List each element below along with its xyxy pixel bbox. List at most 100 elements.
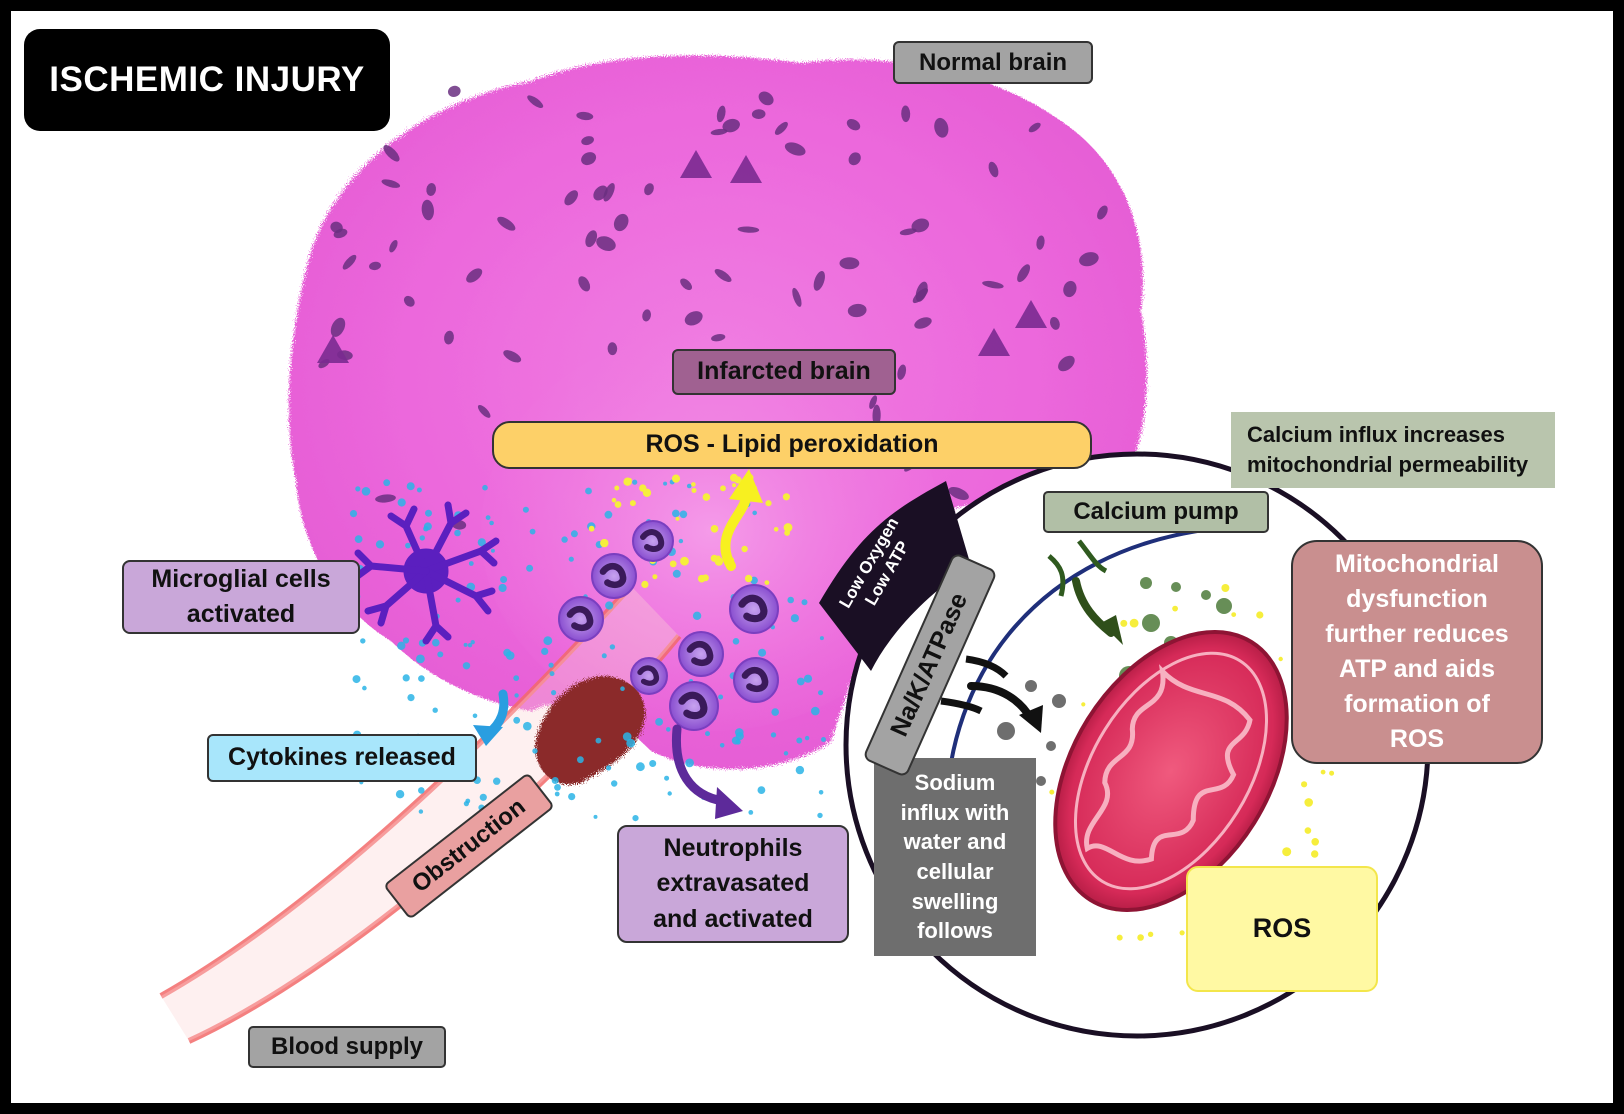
cytokine-dot (513, 716, 521, 724)
neuron-nucleus (948, 487, 969, 500)
neuron-nucleus (982, 280, 1004, 289)
ros-arrow-head (729, 469, 763, 503)
cytokine-dot (667, 791, 672, 796)
cytokine-dot (787, 596, 794, 604)
ros-dot (614, 501, 622, 508)
ros-dot (691, 488, 697, 493)
neutrophil-membrane (669, 681, 719, 731)
neuron-nucleus (1063, 280, 1077, 298)
ros-dot (675, 516, 680, 521)
nak-channel-line-2 (940, 697, 983, 715)
cytokine-dot (783, 751, 789, 756)
cytokine-dot (549, 671, 555, 677)
ros-dot (629, 500, 636, 507)
cytokine-dot (752, 510, 757, 516)
neuron-nucleus (1049, 316, 1060, 330)
cytokine-dot (354, 535, 363, 543)
cytokine-dot (818, 790, 824, 795)
neuron-nucleus (593, 185, 608, 201)
neutrophil-membrane (729, 584, 779, 634)
ros-dot (1301, 781, 1308, 788)
cytokine-arrow-head (473, 725, 503, 746)
sodium-dot (1052, 694, 1066, 708)
neuron-nucleus (722, 118, 740, 133)
zoom-connector (819, 481, 971, 671)
vessel-wall-left (159, 583, 634, 999)
cytokine-dot (500, 576, 508, 583)
ros-dot (1304, 827, 1312, 834)
neutrophil-membrane (678, 631, 724, 677)
neuron-nucleus (1036, 235, 1045, 250)
neutrophil-arrow-head (715, 787, 743, 819)
ros-dot (588, 525, 595, 532)
cytokine-dot (719, 743, 725, 748)
neuron-nucleus (839, 257, 860, 270)
cytokine-dot (513, 675, 520, 681)
neutrophil-membrane (733, 657, 779, 703)
ros-dot (1147, 931, 1154, 937)
cytokine-dot (663, 481, 668, 486)
calcium-arrow (1072, 577, 1115, 637)
neutrophil-membrane (558, 596, 604, 642)
neuron-nucleus (912, 288, 929, 304)
cytokine-dot (479, 793, 487, 801)
cytokine-dot (672, 509, 680, 518)
cytokine-dot (467, 643, 473, 648)
neuron-nucleus (585, 230, 598, 248)
cytokine-dot (493, 777, 501, 785)
neutrophil (729, 584, 779, 634)
neutrophil-cells (558, 520, 779, 731)
microglial-cell (352, 501, 500, 645)
neuron-nucleus (477, 404, 491, 418)
cytokine-dot (758, 648, 767, 657)
cytokine-dot (593, 814, 598, 819)
neuron-nucleus (1028, 122, 1041, 133)
cytokine-dot (664, 775, 670, 781)
cytokine-dot (482, 484, 488, 491)
ros-dot (1137, 934, 1144, 941)
mitochondrion (1053, 630, 1289, 912)
diagram-canvas: ISCHEMIC INJURY Normal brain Infarcted b… (11, 11, 1613, 1103)
sodium-dot (1046, 741, 1056, 751)
calcium-dot (1216, 598, 1232, 614)
neuron-nucleus (330, 317, 346, 337)
cytokine-dot (375, 540, 385, 549)
cytokine-dot (804, 735, 810, 741)
neutrophils-label: Neutrophils extravasated and activated (617, 825, 849, 943)
neutrophil (678, 631, 724, 677)
ros-dot (1256, 611, 1264, 619)
neuron-nucleus (1097, 205, 1108, 220)
ros-dot (710, 554, 718, 562)
neuron-nucleus (466, 268, 483, 283)
cytokine-dot (795, 765, 805, 775)
neuron-nucleus (792, 287, 802, 307)
cytokine-dot (622, 732, 632, 741)
neuron-nucleus (716, 105, 726, 123)
cytokine-dot (454, 529, 461, 537)
cytokine-dot (349, 510, 358, 518)
neutrophil-nucleus (738, 594, 768, 623)
cytokine-dot (541, 647, 549, 656)
cytokine-dot (526, 564, 534, 572)
calcium-dot (1171, 582, 1181, 592)
neutrophil-nucleus (686, 640, 714, 667)
calcium-pump-channel (1047, 539, 1108, 597)
cytokine-dot (796, 737, 803, 744)
ros-dot (627, 478, 632, 483)
neutrophil (558, 596, 604, 642)
ros-dot (614, 485, 620, 491)
ros-dot (600, 538, 609, 548)
cytokine-dot (818, 690, 824, 696)
cytokine-dot (705, 731, 710, 737)
cytokine-dot (416, 487, 422, 493)
neuron-nuclei (317, 85, 1134, 530)
cytokine-dot (666, 727, 671, 732)
normal-brain-label: Normal brain (893, 41, 1093, 84)
ros-dot (611, 497, 617, 503)
neuron-body (730, 155, 762, 183)
cytokine-dot (465, 798, 471, 804)
cytokine-dot (757, 786, 766, 794)
ros-dot (697, 574, 706, 583)
cytokine-dot (498, 583, 507, 593)
neuron-nucleus (383, 145, 400, 162)
